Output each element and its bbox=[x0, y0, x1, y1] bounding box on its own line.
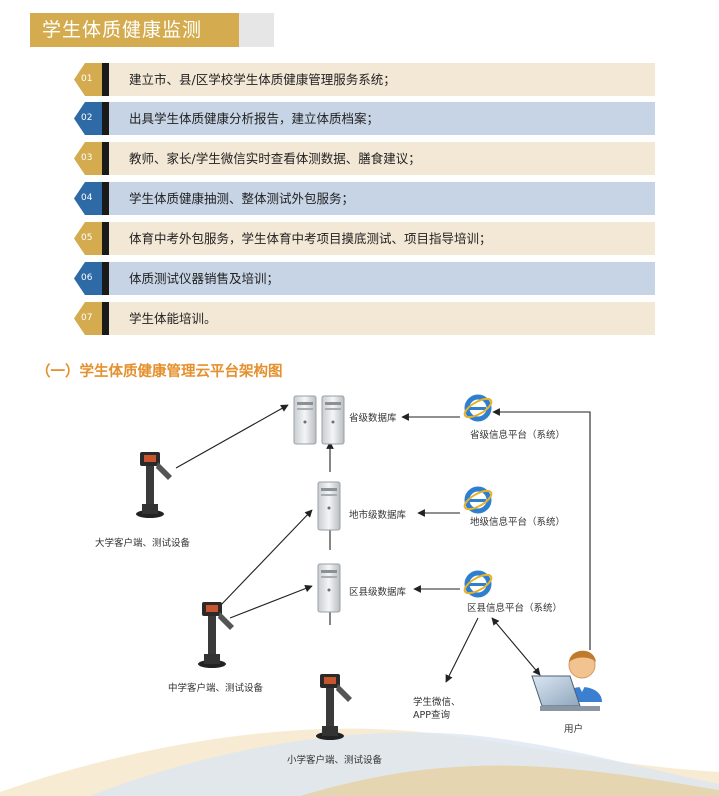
server-icon-district bbox=[317, 563, 341, 613]
item-number: 02 bbox=[81, 113, 93, 123]
university-client-label: 大学客户端、测试设备 bbox=[95, 538, 191, 549]
diagram-title: （一）学生体质健康管理云平台架构图 bbox=[36, 364, 283, 380]
item-text: 学生体质健康抽测、整体测试外包服务； bbox=[109, 182, 655, 215]
item-number: 05 bbox=[81, 233, 93, 243]
service-item: 04 学生体质健康抽测、整体测试外包服务； bbox=[74, 182, 655, 215]
test-device-icon-primary bbox=[316, 674, 352, 740]
test-device-icon-university bbox=[136, 452, 172, 518]
item-number-badge: 07 bbox=[74, 302, 102, 335]
service-item: 03 教师、家长/学生微信实时查看体测数据、膳食建议； bbox=[74, 142, 655, 175]
service-item: 06 体质测试仪器销售及培训； bbox=[74, 262, 655, 295]
service-item: 02 出具学生体质健康分析报告，建立体质档案； bbox=[74, 102, 655, 135]
item-number-badge: 02 bbox=[74, 102, 102, 135]
server-icon-province bbox=[293, 395, 345, 445]
item-divider bbox=[102, 222, 109, 255]
wechat-label-line1: 学生微信、 bbox=[413, 697, 461, 708]
item-number: 01 bbox=[81, 74, 93, 84]
item-number: 04 bbox=[81, 193, 93, 203]
browser-icon-district bbox=[463, 570, 493, 598]
wechat-label-line2: APP查询 bbox=[413, 710, 450, 721]
user-laptop-icon bbox=[531, 650, 602, 711]
item-text: 体质测试仪器销售及培训； bbox=[109, 262, 655, 295]
district-platform-label: 区县信息平台（系统） bbox=[467, 603, 563, 614]
server-icon-city bbox=[317, 481, 341, 531]
item-number-badge: 04 bbox=[74, 182, 102, 215]
item-divider bbox=[102, 102, 109, 135]
architecture-diagram bbox=[0, 394, 719, 796]
item-divider bbox=[102, 142, 109, 175]
browser-icon-city bbox=[463, 486, 493, 514]
service-item: 05 体育中考外包服务，学生体育中考项目摸底测试、项目指导培训； bbox=[74, 222, 655, 255]
browser-icon-province bbox=[463, 394, 493, 422]
page-title: 学生体质健康监测 bbox=[30, 13, 239, 47]
item-number-badge: 06 bbox=[74, 262, 102, 295]
item-number: 03 bbox=[81, 153, 93, 163]
item-number: 07 bbox=[81, 313, 93, 323]
province-db-label: 省级数据库 bbox=[349, 413, 397, 424]
connections bbox=[175, 404, 591, 683]
middle-client-label: 中学客户端、测试设备 bbox=[168, 683, 264, 694]
service-item: 07 学生体能培训。 bbox=[74, 302, 655, 335]
item-text: 体育中考外包服务，学生体育中考项目摸底测试、项目指导培训； bbox=[109, 222, 655, 255]
item-number-badge: 01 bbox=[74, 63, 102, 96]
user-label: 用户 bbox=[564, 724, 584, 735]
item-divider bbox=[102, 262, 109, 295]
item-number: 06 bbox=[81, 273, 93, 283]
city-platform-label: 地级信息平台（系统） bbox=[470, 517, 566, 528]
decorative-swoosh bbox=[0, 728, 719, 796]
province-platform-label: 省级信息平台（系统） bbox=[470, 430, 566, 441]
item-divider bbox=[102, 63, 109, 96]
district-db-label: 区县级数据库 bbox=[349, 587, 407, 598]
item-text: 教师、家长/学生微信实时查看体测数据、膳食建议； bbox=[109, 142, 655, 175]
primary-client-label: 小学客户端、测试设备 bbox=[287, 755, 383, 766]
header-banner: 学生体质健康监测 bbox=[30, 13, 274, 47]
item-divider bbox=[102, 182, 109, 215]
item-number-badge: 05 bbox=[74, 222, 102, 255]
item-text: 出具学生体质健康分析报告，建立体质档案； bbox=[109, 102, 655, 135]
item-text: 学生体能培训。 bbox=[109, 302, 655, 335]
item-text: 建立市、县/区学校学生体质健康管理服务系统； bbox=[109, 63, 655, 96]
item-divider bbox=[102, 302, 109, 335]
service-item: 01 建立市、县/区学校学生体质健康管理服务系统； bbox=[74, 63, 655, 96]
test-device-icon-middle bbox=[198, 602, 234, 668]
item-number-badge: 03 bbox=[74, 142, 102, 175]
city-db-label: 地市级数据库 bbox=[349, 510, 407, 521]
